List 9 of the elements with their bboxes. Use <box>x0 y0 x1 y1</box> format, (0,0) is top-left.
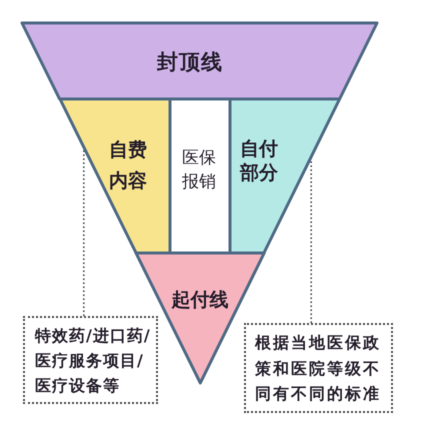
section-label: 自付部分 <box>238 137 279 185</box>
note-box <box>23 316 158 404</box>
band-label: 封顶线 <box>156 49 224 75</box>
section-label: 起付线 <box>170 288 230 313</box>
section-label: 医保报销 <box>181 147 217 194</box>
note-text: 根据当地医保政策和医院等级不同有不同的标准 <box>255 332 382 405</box>
note-text: 特效药/进口药/医疗服务项目/医疗设备等 <box>35 325 152 397</box>
note-box <box>244 323 393 413</box>
section-label: 自费内容 <box>108 138 148 194</box>
